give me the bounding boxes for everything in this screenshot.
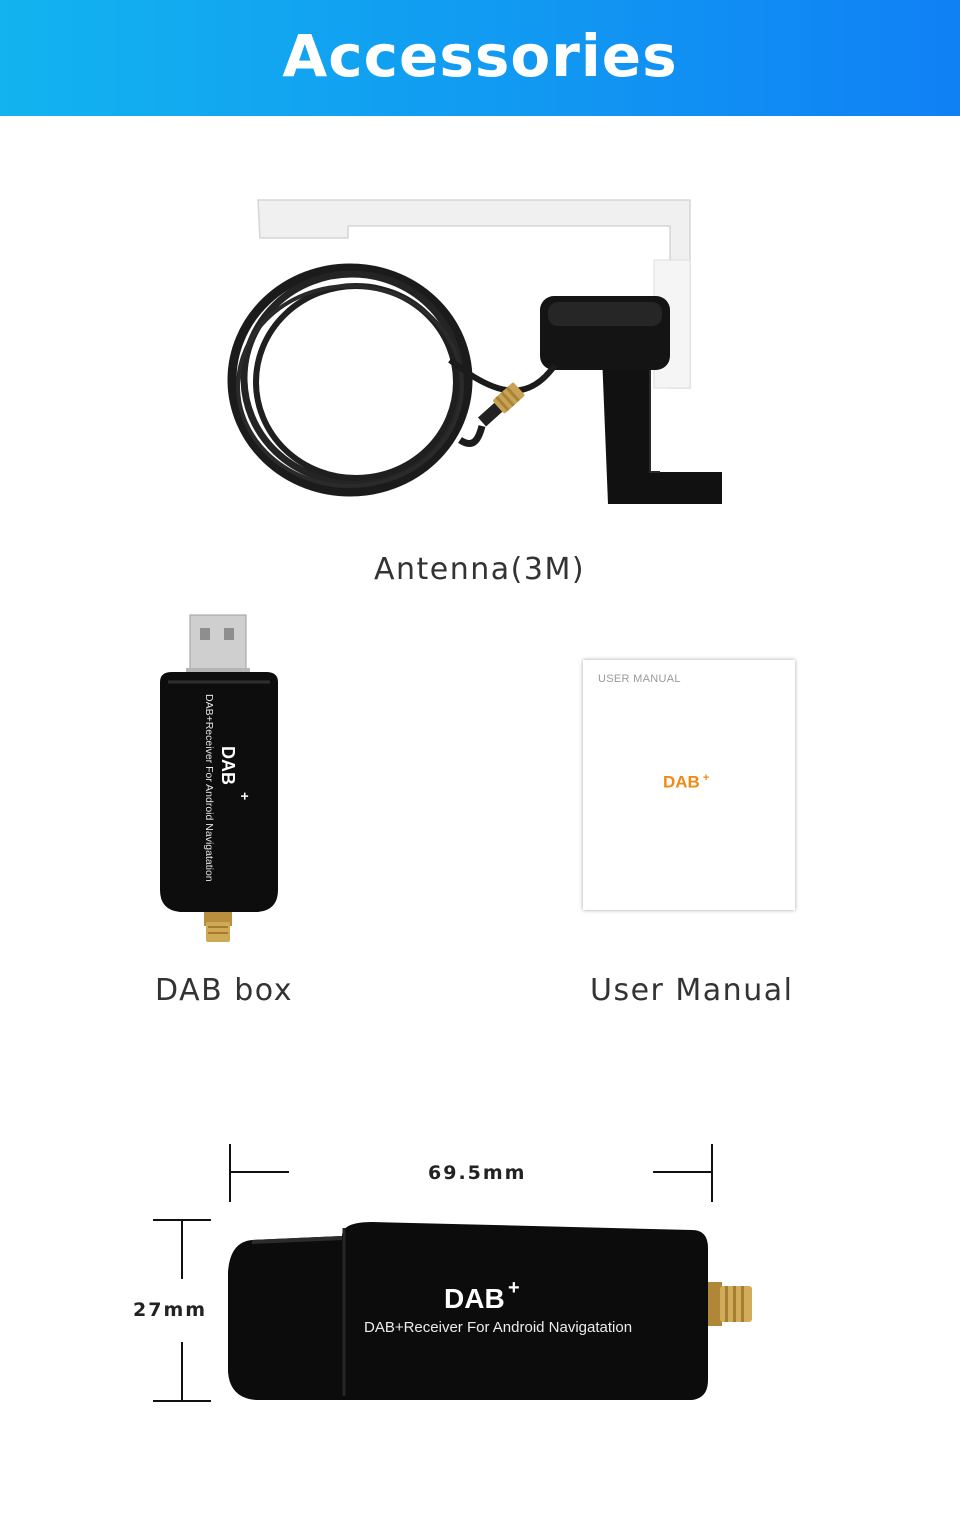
dab-box-horizontal-image: DAB + DAB+Receiver For Android Navigatat… [228,1222,752,1400]
length-right-tick [711,1144,713,1202]
user-manual-image: USER MANUAL DAB+ [583,660,795,910]
manual-heading: USER MANUAL [598,673,681,685]
antenna-image [227,199,722,504]
length-right-line [653,1171,713,1173]
dab-box-horizontal-logo: DAB [444,1283,505,1314]
dab-box-print: DAB+Receiver For Android Navigatation [203,694,215,882]
page-title: Accessories [282,22,678,90]
dab-box-horizontal-print: DAB+Receiver For Android Navigatation [364,1319,632,1336]
height-dimension: 27mm [133,1299,208,1321]
dab-box-logo: DAB [218,746,238,785]
height-bottom-tick [153,1400,211,1402]
plus-icon: + [508,1277,520,1299]
user-manual-label: User Manual [590,973,794,1008]
plus-icon: + [237,792,253,800]
manual-logo-text: DAB [663,772,700,792]
dab-box-label: DAB box [155,973,293,1008]
height-bottom-line [181,1342,183,1402]
dab-box-image: DAB+Receiver For Android Navigatation DA… [160,614,278,942]
plus-icon: + [702,772,710,784]
length-left-line [229,1171,289,1173]
header-banner: Accessories [0,0,960,116]
antenna-label: Antenna(3M) [374,552,586,587]
manual-logo: DAB+ [663,772,709,793]
length-dimension: 69.5mm [428,1162,527,1184]
length-left-tick [229,1144,231,1202]
height-top-line [181,1219,183,1279]
